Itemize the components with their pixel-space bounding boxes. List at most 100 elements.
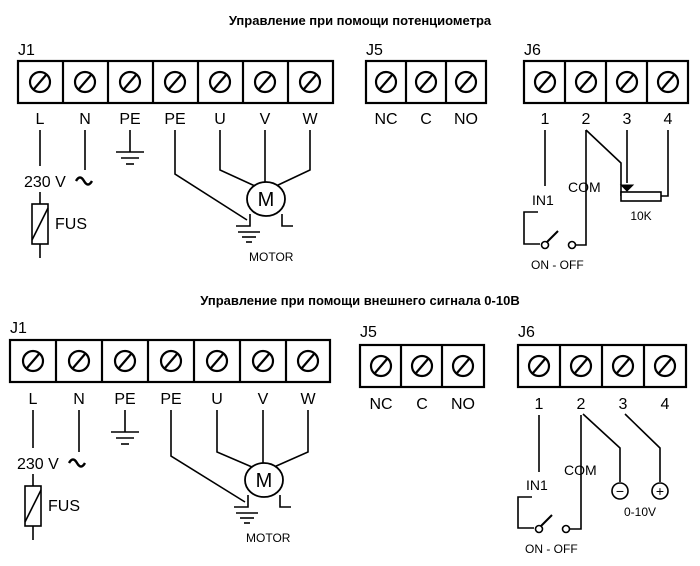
terminal-label: PE — [160, 391, 181, 408]
screw-icon — [251, 349, 275, 373]
ac-wave-icon — [74, 176, 94, 186]
voltage-label: 230 V — [24, 174, 66, 191]
screw-icon — [451, 354, 475, 378]
j5-terminal-block: J5 NC C NO — [364, 42, 488, 128]
control-wiring: IN1 COM ON - OFF − + 0-10V — [517, 413, 669, 556]
screw-icon — [533, 70, 557, 94]
screw-icon — [28, 70, 52, 94]
screw-icon — [21, 349, 45, 373]
screw-icon — [118, 70, 142, 94]
screw-icon — [159, 349, 183, 373]
j1-label: J1 — [10, 320, 27, 337]
power-wiring: 230 V FUS — [24, 130, 144, 258]
screw-icon — [113, 349, 137, 373]
ground-icon — [111, 431, 139, 445]
screw-icon — [454, 70, 478, 94]
ground-icon — [238, 231, 260, 243]
screw-icon — [527, 354, 551, 378]
switch-icon — [534, 514, 571, 534]
motor-wiring: M MOTOR — [170, 410, 309, 545]
motor-symbol: M — [256, 470, 273, 492]
terminal-label: 4 — [664, 111, 673, 128]
terminal-label: PE — [114, 391, 135, 408]
input-label: IN1 — [526, 477, 548, 493]
terminal-label: W — [302, 111, 318, 128]
switch-label: ON - OFF — [531, 258, 584, 272]
ground-icon — [236, 512, 258, 524]
terminal-label: 3 — [623, 111, 632, 128]
j5-label: J5 — [360, 324, 377, 341]
signal-minus: − — [616, 483, 624, 499]
screw-icon — [414, 70, 438, 94]
j5-label: J5 — [366, 42, 383, 59]
j6-terminal-block: J6 1 2 3 4 — [516, 324, 688, 413]
voltage-label: 230 V — [17, 456, 59, 473]
terminal-label: N — [79, 111, 91, 128]
motor-wiring: M MOTOR — [174, 130, 311, 264]
terminal-label: V — [258, 391, 269, 408]
screw-icon — [73, 70, 97, 94]
terminal-label: L — [36, 111, 45, 128]
terminal-label: L — [29, 391, 38, 408]
com-label: COM — [564, 462, 597, 478]
screw-icon — [369, 354, 393, 378]
screw-icon — [208, 70, 232, 94]
terminal-label: PE — [164, 111, 185, 128]
minus-terminal-icon — [611, 482, 629, 500]
diagram-external-signal: Управление при помощи внешнего сигнала 0… — [8, 293, 688, 556]
terminal-label: N — [73, 391, 85, 408]
j1-terminal-block: J1 L N PE PE U V W — [8, 320, 332, 408]
terminal-label: 2 — [582, 111, 591, 128]
pot-label: 10K — [630, 209, 651, 223]
screw-icon — [611, 354, 635, 378]
fuse-label: FUS — [55, 216, 87, 233]
j6-label: J6 — [518, 324, 535, 341]
power-wiring: 230 V FUS — [17, 410, 139, 540]
terminal-label: NO — [451, 396, 475, 413]
input-label: IN1 — [532, 192, 554, 208]
terminal-label: 1 — [535, 396, 544, 413]
motor-symbol: M — [258, 189, 275, 211]
screw-icon — [574, 70, 598, 94]
control-wiring: IN1 COM ON - OFF 10K — [523, 129, 669, 272]
terminal-label: 3 — [619, 396, 628, 413]
j1-terminal-block: J1 L N PE PE U V W — [16, 42, 335, 128]
screw-icon — [296, 349, 320, 373]
screw-icon — [298, 70, 322, 94]
ground-icon — [116, 151, 144, 165]
motor-label: MOTOR — [246, 531, 291, 545]
terminal-label: V — [260, 111, 271, 128]
screw-icon — [253, 70, 277, 94]
motor-icon — [244, 462, 284, 498]
diagram-potentiometer: Управление при помощи потенциометра J1 L… — [16, 13, 690, 272]
terminal-label: PE — [119, 111, 140, 128]
ac-wave-icon — [67, 458, 87, 468]
j6-terminal-block: J6 1 2 3 4 — [522, 42, 690, 128]
terminal-label: NC — [374, 111, 397, 128]
screw-icon — [410, 354, 434, 378]
terminal-label: W — [300, 391, 316, 408]
com-label: COM — [568, 179, 601, 195]
screw-icon — [656, 70, 680, 94]
terminal-label: 4 — [661, 396, 670, 413]
screw-icon — [163, 70, 187, 94]
terminal-label: C — [416, 396, 428, 413]
diagram-title: Управление при помощи внешнего сигнала 0… — [200, 293, 519, 308]
switch-label: ON - OFF — [525, 542, 578, 556]
terminal-label: C — [420, 111, 432, 128]
terminal-label: U — [211, 391, 223, 408]
terminal-label: NC — [369, 396, 392, 413]
switch-icon — [540, 230, 577, 250]
signal-plus: + — [656, 483, 664, 499]
screw-icon — [569, 354, 593, 378]
j5-terminal-block: J5 NC C NO — [358, 324, 486, 413]
terminal-label: NO — [454, 111, 478, 128]
terminal-label: 2 — [577, 396, 586, 413]
diagram-title: Управление при помощи потенциометра — [229, 13, 492, 28]
screw-icon — [653, 354, 677, 378]
potentiometer-icon — [620, 191, 662, 202]
terminal-label: 1 — [541, 111, 550, 128]
screw-icon — [615, 70, 639, 94]
j6-label: J6 — [524, 42, 541, 59]
